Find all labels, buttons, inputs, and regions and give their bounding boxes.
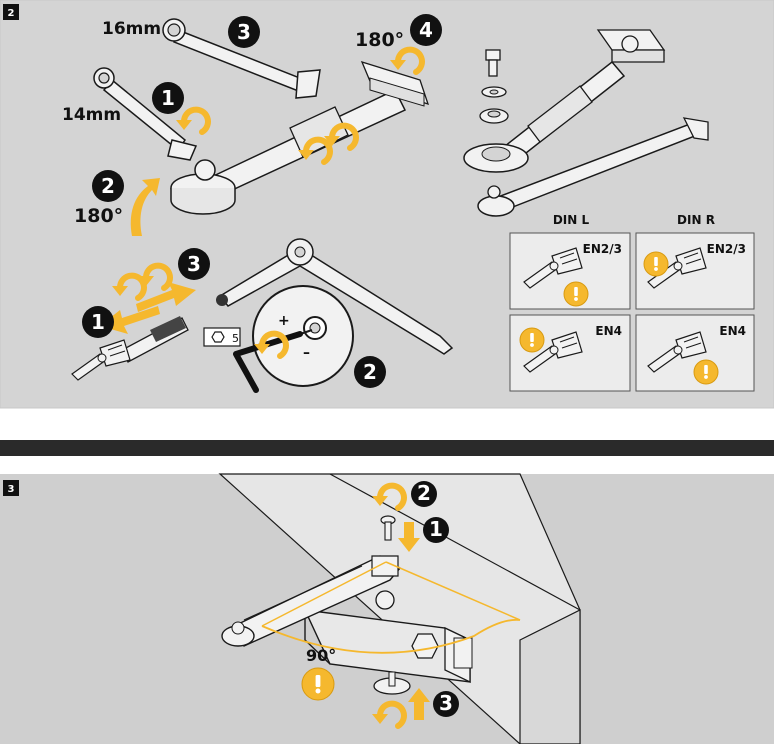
- step-badge-1: 1: [82, 306, 114, 338]
- svg-text:1: 1: [91, 310, 105, 334]
- fixing-screw: [380, 515, 396, 541]
- down-arrow-icon: [398, 522, 420, 552]
- section-divider: [0, 440, 774, 456]
- step-badge-3: 3: [433, 691, 459, 717]
- step-badge-2: 2: [92, 170, 124, 202]
- nut-part: [479, 108, 509, 124]
- angle-90-label: 90°: [306, 646, 336, 665]
- spindle-nut: [194, 159, 216, 181]
- spindle-nut: [375, 590, 395, 610]
- angle-180-label-left: 180°: [74, 205, 123, 227]
- step-badge-2: 2: [411, 481, 437, 507]
- plus-sign: +: [278, 313, 290, 329]
- closer-arm: [221, 555, 402, 647]
- angle-180-label-top: 180°: [355, 29, 404, 51]
- up-arrow-icon: [408, 688, 430, 720]
- svg-text:3: 3: [187, 252, 201, 276]
- step-badge-2: 2: [354, 356, 386, 388]
- wrench-size-16mm-label: 16mm: [102, 19, 161, 39]
- svg-text:1: 1: [161, 86, 175, 110]
- pull-arrow-icon: [100, 306, 160, 334]
- svg-text:1: 1: [429, 517, 443, 541]
- panel-number: 3: [8, 484, 15, 495]
- wrench-size-14mm-label: 14mm: [62, 105, 121, 125]
- step-badge-4: 4: [410, 14, 442, 46]
- svg-text:2: 2: [417, 481, 431, 505]
- svg-text:EN4: EN4: [719, 324, 746, 338]
- step-badge-1: 1: [423, 517, 449, 543]
- panel-step-3: 3: [0, 473, 774, 744]
- hex-key-size-icon: 5: [203, 327, 241, 347]
- svg-text:3: 3: [237, 20, 251, 44]
- exclamation-warning-icon: [563, 281, 589, 307]
- panel-number-badge: [3, 480, 19, 496]
- step-badge-3: 3: [228, 16, 260, 48]
- step-badge-3: 3: [178, 248, 210, 280]
- svg-text:2: 2: [101, 174, 115, 198]
- exclamation-warning-icon: [643, 251, 669, 277]
- panel-number-badge: [3, 4, 19, 20]
- step-badge-1: 1: [152, 82, 184, 114]
- svg-text:EN2/3: EN2/3: [583, 242, 622, 256]
- din-r-header: DIN R: [677, 213, 715, 227]
- cover-cap: [373, 671, 411, 695]
- svg-text:2: 2: [363, 360, 377, 384]
- opening-angle-arc: [261, 618, 521, 654]
- exclamation-warning-icon: [693, 359, 719, 385]
- screw-part: [485, 49, 501, 77]
- din-configuration-grid: DIN L DIN R EN2/3 EN2/3 EN4: [509, 213, 755, 392]
- svg-text:3: 3: [439, 691, 453, 715]
- panel-step-2: 2 16mm 14mm 180° 1: [0, 0, 774, 409]
- svg-text:EN2/3: EN2/3: [707, 242, 746, 256]
- minus-sign: –: [303, 345, 310, 361]
- exclamation-warning-icon: [301, 667, 335, 701]
- din-l-header: DIN L: [553, 213, 590, 227]
- config-cell-din-r-en23: EN2/3: [635, 232, 755, 310]
- hex-key-adjustment-illustration: + – 5 1 3 2: [71, 238, 454, 393]
- config-cell-din-l-en4: EN4: [509, 314, 631, 392]
- svg-text:EN4: EN4: [595, 324, 622, 338]
- exploded-parts-illustration: [463, 29, 709, 217]
- detail-magnifier: [252, 285, 354, 387]
- curved-up-arrow-icon: [130, 178, 160, 236]
- push-arrow-icon: [136, 282, 196, 312]
- wrench-adjustment-illustration: 16mm 14mm 180° 180° 1 2 3 4: [62, 14, 442, 236]
- lever-arm: [218, 247, 454, 355]
- svg-text:4: 4: [419, 18, 433, 42]
- door-closer-body: [303, 590, 473, 684]
- arm-sleeve: [289, 106, 349, 158]
- exclamation-warning-icon: [519, 327, 545, 353]
- panel-number: 2: [8, 8, 15, 19]
- config-cell-din-l-en23: EN2/3: [509, 232, 631, 310]
- config-cell-din-r-en4: EN4: [635, 314, 755, 392]
- svg-text:5: 5: [232, 332, 239, 345]
